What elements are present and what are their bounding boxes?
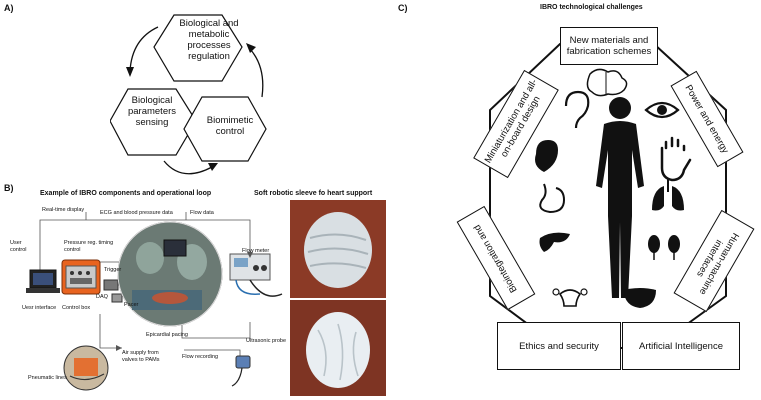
ultrasonic-probe-image	[231, 355, 251, 387]
challenge-new-materials: New materials and fabrication schemes	[560, 27, 658, 65]
label-user-interface: Uesr interface	[22, 305, 57, 311]
label-pneumatic-lines: Pneumatic lines	[28, 375, 67, 381]
panel-c-title: IBRO technological challenges	[540, 4, 643, 11]
label-flow-recording: Flow recording	[182, 354, 219, 360]
hexagon-regulation-label: Biological and metabolic processes regul…	[179, 18, 239, 62]
label-trigger: Trigger	[104, 267, 122, 273]
label-air-supply: Air supply from valves to PAMs	[122, 350, 160, 363]
challenge-artificial-intelligence: Artificial Intelligence	[622, 322, 740, 370]
hexagon-sensing	[110, 88, 197, 156]
bladder-icon	[624, 288, 656, 308]
brain-icon	[586, 68, 628, 97]
daq-image	[103, 279, 119, 291]
laptop-image	[26, 269, 60, 293]
label-epicardial-pacing: Epicardial pacing	[146, 332, 188, 338]
hexagon-control-label: Biomimetic control	[206, 115, 254, 137]
hexagon-regulation	[153, 14, 243, 82]
hexagon-control	[183, 96, 267, 162]
label-realtime-display: Real-time display	[42, 207, 85, 213]
pancreas-icon	[539, 232, 570, 252]
label-daq: DAQ	[96, 294, 108, 300]
label-pressure-reg: Pressure reg. timing control	[64, 240, 114, 253]
label-flow-meter: Flow meter	[242, 248, 270, 254]
pneumatic-lines-photo	[63, 345, 109, 391]
eye-icon	[644, 101, 680, 119]
label-ecg-data: ECG and blood pressure data	[100, 210, 173, 216]
sleeve-photos	[290, 200, 386, 396]
cycle-arrow-left	[129, 26, 159, 72]
heart-icon	[535, 140, 558, 172]
surgery-photo	[117, 221, 223, 327]
hand-icon	[660, 136, 692, 182]
panel-b-label: B)	[4, 183, 14, 193]
panel-c-label: C)	[398, 3, 408, 13]
pacer-image	[111, 293, 123, 303]
label-user-control: User control	[10, 240, 27, 253]
panel-b-title-right: Soft robotic sleeve fo heart support	[254, 190, 373, 197]
label-flow-data: Flow data	[190, 210, 214, 216]
kidneys-icon	[648, 235, 680, 260]
lungs-icon	[652, 178, 684, 211]
challenge-ethics-security: Ethics and security	[497, 322, 621, 370]
cycle-arrow-right	[249, 48, 264, 98]
label-ultrasonic-probe: Ultrasonic probe	[246, 338, 287, 344]
hexagon-sensing-label: Biological parameters sensing	[127, 95, 177, 128]
label-control-box: Control box	[62, 305, 91, 311]
stomach-icon	[539, 183, 566, 214]
human-body-icon	[596, 97, 644, 298]
panel-a-diagram	[110, 14, 267, 175]
control-box-image	[61, 259, 101, 295]
ear-icon	[564, 90, 590, 129]
panel-b-title-left: Example of IBRO components and operation…	[40, 190, 212, 197]
label-pacer: Pacer	[124, 302, 139, 308]
uterus-icon	[552, 288, 588, 307]
flow-meter-image	[229, 253, 283, 297]
ibro-loop-diagram	[26, 212, 283, 391]
panel-a-label: A)	[4, 3, 14, 13]
cycle-arrow-bottom	[163, 160, 213, 175]
organs-figure	[535, 68, 692, 308]
